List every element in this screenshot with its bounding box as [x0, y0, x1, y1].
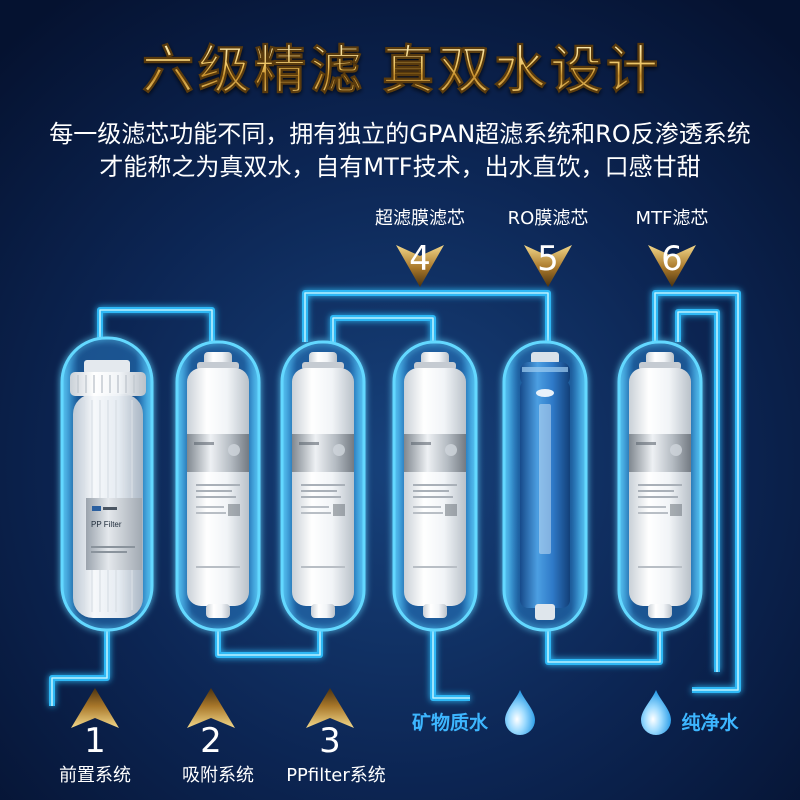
- pure-water-label: 纯净水: [681, 711, 739, 734]
- stage-2-number: 2: [200, 721, 222, 761]
- cartridge-stage-4: [404, 352, 466, 618]
- stage-6-number: 6: [661, 239, 683, 279]
- stage-5-number: 5: [537, 239, 559, 279]
- pp-filter-label-text: PP Filter: [91, 520, 122, 529]
- stage-5-label: RO膜滤芯: [508, 208, 589, 229]
- stage-2-label: 吸附系统: [182, 765, 254, 786]
- stage-4-label: 超滤膜滤芯: [375, 208, 465, 229]
- stage-1-label: 前置系统: [59, 765, 131, 786]
- headline-right: 真双水设计: [382, 41, 662, 101]
- cartridge-stage-2: [187, 352, 249, 618]
- arrow-up-icon: [187, 688, 235, 728]
- arrow-down-icon: [524, 245, 572, 287]
- stage-4-number: 4: [409, 239, 431, 279]
- subtitle-line-2: 才能称之为真双水，自有MTF技术，出水直饮，口感甘甜: [99, 153, 700, 181]
- pp-filter-housing: PP Filter: [70, 360, 146, 618]
- arrow-up-icon: [306, 688, 354, 728]
- subtitle-line-1: 每一级滤芯功能不同，拥有独立的GPAN超滤系统和RO反渗透系统: [49, 120, 750, 148]
- headline-left: 六级精滤: [142, 41, 366, 101]
- brand-logo-icon: [92, 506, 101, 511]
- bottom-stage-1: 1 前置系统: [59, 688, 131, 786]
- stage-3-number: 3: [319, 721, 341, 761]
- stage-6-label: MTF滤芯: [636, 208, 709, 229]
- ro-brand-logo-icon: [536, 389, 554, 397]
- output-pure-water: 纯净水: [641, 690, 739, 735]
- water-drop-icon: [505, 690, 535, 735]
- cartridge-stage-3: [292, 352, 354, 618]
- ro-membrane-cartridge: [520, 352, 570, 620]
- stage-1-number: 1: [84, 721, 106, 761]
- mineral-water-label: 矿物质水: [412, 711, 489, 734]
- top-stage-6: MTF滤芯 6: [636, 208, 709, 287]
- stage-3-label: PPfilter系统: [286, 765, 386, 786]
- bottom-stage-3: 3 PPfilter系统: [286, 688, 386, 786]
- top-stage-5: RO膜滤芯 5: [508, 208, 589, 287]
- headline: 六级精滤 真双水设计: [142, 41, 662, 102]
- cartridge-stage-6: [629, 352, 691, 618]
- arrow-up-icon: [71, 688, 119, 728]
- bottom-stage-2: 2 吸附系统: [182, 688, 254, 786]
- arrow-down-icon: [396, 245, 444, 287]
- top-stage-4: 超滤膜滤芯 4: [375, 208, 465, 287]
- output-mineral-water: 矿物质水: [412, 690, 535, 735]
- water-drop-icon: [641, 690, 671, 735]
- arrow-down-icon: [648, 245, 696, 287]
